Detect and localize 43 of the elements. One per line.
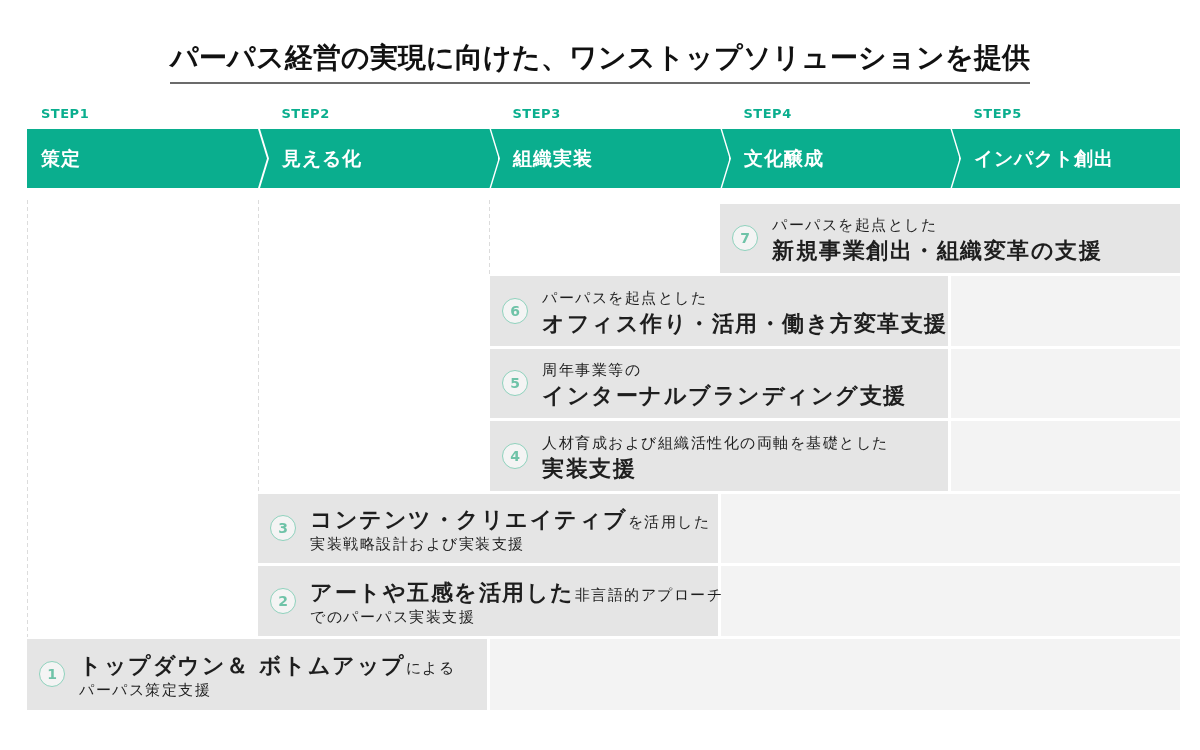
service-subtitle: 周年事業等の — [542, 360, 641, 381]
service-box — [490, 276, 948, 346]
service-title: アートや五感を活用した非言語的アプローチ — [310, 578, 723, 607]
step-title: 文化醸成 — [743, 146, 824, 171]
service-subtitle: でのパーパス実装支援 — [310, 606, 475, 628]
service-subtitle: 実装戦略設計および実装支援 — [310, 534, 525, 555]
step-label: STEP2 — [281, 105, 330, 123]
service-box — [490, 349, 948, 418]
number-circle: 1 — [39, 661, 65, 687]
service-title: 実装支援 — [542, 454, 636, 483]
service-title: オフィス作り・活用・働き方変革支援 — [542, 309, 948, 338]
service-box — [258, 494, 718, 563]
chevron-band — [259, 129, 498, 188]
service-subtitle: パーパス策定支援 — [79, 680, 211, 701]
service-subtitle: パーパスを起点とした — [542, 287, 707, 309]
step-title: インパクト創出 — [973, 146, 1114, 171]
number-circle: 6 — [502, 297, 528, 324]
service-box — [490, 421, 948, 491]
step-label: STEP4 — [743, 105, 792, 123]
step-title: 見える化 — [281, 146, 362, 171]
chevron-band — [490, 129, 729, 188]
service-subtitle: 人材育成および組織活性化の両軸を基礎とした — [542, 432, 889, 454]
step-title: 策定 — [41, 146, 81, 171]
service-title: インターナルブランディング支援 — [542, 382, 907, 410]
chevron-band — [721, 129, 959, 188]
step-label: STEP5 — [973, 105, 1022, 123]
number-circle: 3 — [270, 515, 296, 541]
number-circle: 4 — [502, 442, 528, 469]
service-subtitle: パーパスを起点とした — [772, 215, 937, 236]
number-circle: 5 — [502, 370, 528, 396]
service-title: トップダウン＆ ボトムアップによる — [79, 652, 456, 680]
chevron-band — [27, 129, 267, 188]
service-box — [27, 639, 487, 710]
title: パーパス経営の実現に向けた、ワンストップソリューションを提供 — [170, 40, 1030, 84]
chevron-band — [951, 129, 1180, 188]
service-title: コンテンツ・クリエイティブを活用した — [310, 506, 710, 534]
number-circle: 7 — [732, 225, 758, 251]
step-label: STEP3 — [512, 105, 561, 123]
service-box — [720, 204, 1180, 273]
service-title: 新規事業創出・組織変革の支援 — [772, 237, 1102, 265]
step-label: STEP1 — [41, 105, 90, 123]
number-circle: 2 — [270, 587, 296, 614]
step-title: 組織実装 — [512, 146, 593, 171]
